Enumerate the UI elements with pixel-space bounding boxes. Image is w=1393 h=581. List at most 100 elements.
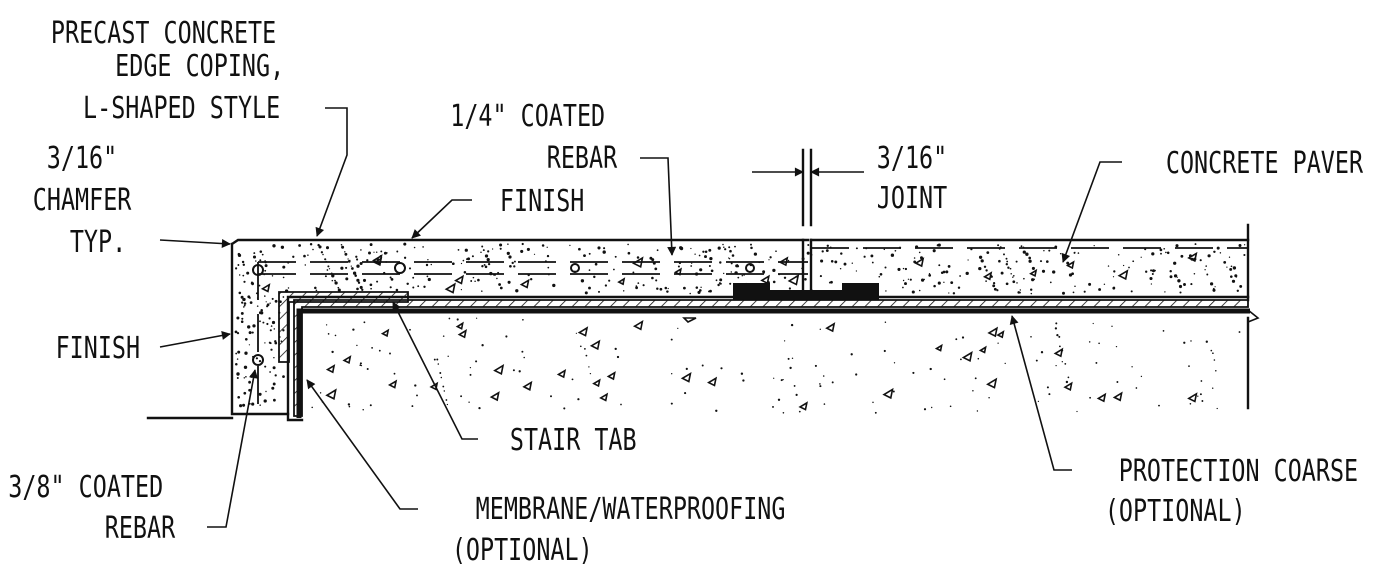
concrete-aggregate-dot (1054, 327, 1058, 330)
concrete-aggregate-dot (470, 280, 473, 282)
concrete-aggregate-dot (439, 372, 442, 374)
concrete-aggregate-triangle (1065, 260, 1075, 270)
concrete-aggregate-dot (1177, 279, 1181, 283)
concrete-aggregate-dot (1037, 400, 1040, 403)
concrete-aggregate-dot (741, 274, 744, 277)
concrete-aggregate-dot (959, 275, 961, 277)
concrete-aggregate-dot (1199, 259, 1202, 262)
concrete-aggregate-dot (264, 365, 267, 368)
concrete-aggregate-dot (690, 247, 692, 250)
concrete-aggregate-dot (855, 270, 858, 272)
concrete-aggregate-dot (585, 354, 588, 357)
concrete-aggregate-dot (1048, 249, 1051, 252)
concrete-aggregate-dot (443, 390, 446, 392)
concrete-aggregate-dot (580, 279, 585, 283)
concrete-aggregate-dot (1035, 359, 1038, 362)
concrete-aggregate-dot (314, 286, 317, 290)
concrete-aggregate-dot (583, 254, 586, 258)
concrete-aggregate-triangle (1063, 381, 1073, 392)
concrete-aggregate-dot (271, 297, 274, 300)
concrete-aggregate-dot (460, 262, 463, 265)
concrete-aggregate-dot (1166, 251, 1170, 255)
concrete-aggregate-dot (806, 251, 810, 255)
concrete-aggregate-dot (331, 350, 334, 354)
concrete-aggregate-dot (1238, 244, 1242, 247)
concrete-aggregate-dot (241, 317, 244, 320)
concrete-aggregate-dot (874, 411, 877, 414)
concrete-aggregate-dot (1016, 282, 1018, 284)
concrete-aggregate-dot (1098, 342, 1100, 345)
concrete-aggregate-dot (715, 409, 718, 412)
concrete-aggregate-dot (830, 260, 834, 263)
concrete-aggregate-dot (351, 267, 354, 270)
concrete-aggregate-dot (533, 253, 536, 255)
concrete-aggregate-dot (1164, 291, 1166, 293)
concrete-aggregate-dot (986, 251, 990, 254)
concrete-aggregate-dot (259, 250, 263, 253)
concrete-aggregate-dot (243, 365, 248, 369)
concrete-aggregate-dot (851, 262, 853, 264)
concrete-aggregate-dot (719, 261, 722, 264)
concrete-aggregate-dot (442, 335, 445, 337)
concrete-aggregate-dot (460, 289, 462, 291)
concrete-aggregate-dot (677, 265, 680, 268)
concrete-aggregate-dot (588, 286, 591, 290)
concrete-aggregate-dot (340, 244, 343, 246)
concrete-aggregate-dot (1095, 361, 1098, 364)
concrete-aggregate-dot (1140, 375, 1143, 378)
concrete-aggregate-dot (242, 274, 245, 277)
concrete-aggregate-dot (855, 373, 858, 376)
concrete-aggregate-dot (1088, 341, 1091, 343)
concrete-aggregate-dot (583, 347, 586, 350)
concrete-aggregate-dot (890, 253, 895, 257)
concrete-aggregate-dot (241, 260, 245, 264)
concrete-aggregate-dot (695, 286, 699, 289)
concrete-aggregate-dot (240, 295, 244, 299)
concrete-aggregate-triangle (1112, 391, 1123, 402)
concrete-aggregate-dot (1151, 252, 1155, 256)
concrete-aggregate-dot (244, 351, 248, 355)
concrete-aggregate-dot (446, 403, 449, 406)
concrete-aggregate-dot (819, 328, 821, 330)
concrete-aggregate-dot (356, 264, 360, 268)
concrete-aggregate-dot (264, 269, 267, 272)
concrete-aggregate-triangle (882, 387, 894, 400)
concrete-aggregate-dot (460, 395, 463, 398)
concrete-aggregate-dot (474, 280, 476, 282)
concrete-aggregate-dot (717, 246, 721, 250)
concrete-aggregate-dot (487, 262, 491, 266)
concrete-aggregate-dot (614, 255, 617, 258)
concrete-aggregate-dot (1088, 282, 1092, 286)
concrete-aggregate-dot (1067, 376, 1070, 379)
concrete-aggregate-dot (521, 350, 524, 353)
concrete-aggregate-dot (472, 276, 475, 279)
concrete-aggregate-dot (430, 263, 432, 266)
concrete-aggregate-dot (521, 242, 524, 246)
concrete-aggregate-dot (258, 284, 261, 287)
concrete-aggregate-dot (362, 278, 367, 282)
concrete-aggregate-dot (352, 328, 355, 331)
concrete-aggregate-dot (243, 304, 246, 307)
concrete-aggregate-dot (345, 277, 349, 281)
concrete-aggregate-dot (1130, 290, 1133, 293)
concrete-aggregate-dot (1025, 252, 1029, 256)
concrete-aggregate-dot (408, 267, 412, 270)
concrete-aggregate-dot (1205, 340, 1208, 343)
concrete-aggregate-dot (303, 254, 306, 258)
substrate-slab (146, 316, 1250, 420)
concrete-aggregate-dot (1239, 284, 1243, 288)
concrete-aggregate-dot (255, 260, 257, 262)
concrete-aggregate-dot (967, 259, 969, 261)
concrete-aggregate-dot (356, 287, 359, 291)
concrete-aggregate-dot (237, 350, 241, 354)
concrete-aggregate-dot (773, 377, 775, 379)
concrete-aggregate-dot (1028, 259, 1032, 263)
concrete-aggregate-dot (772, 280, 776, 284)
concrete-aggregate-dot (814, 364, 817, 367)
concrete-aggregate-dot (272, 244, 276, 248)
concrete-aggregate-dot (236, 316, 240, 320)
concrete-aggregate-dot (512, 369, 515, 372)
concrete-aggregate-dot (1113, 270, 1116, 273)
concrete-aggregate-dot (370, 287, 372, 290)
